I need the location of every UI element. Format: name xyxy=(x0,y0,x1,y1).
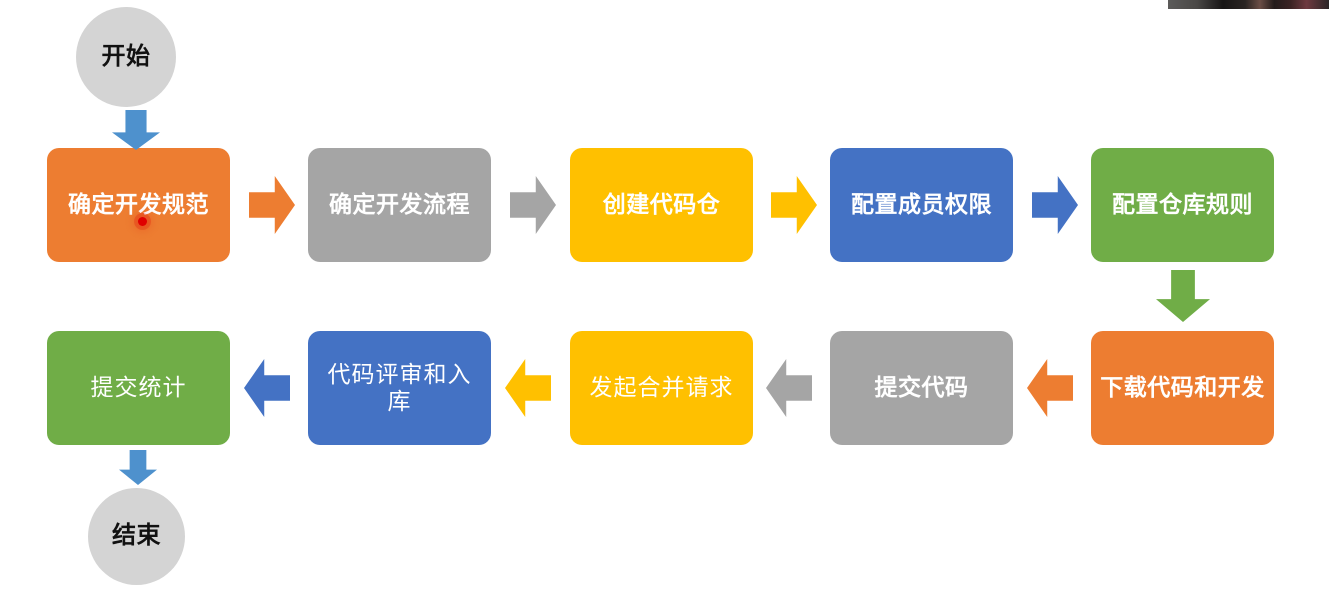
arrow-left-commit-code-to-create-merge-request xyxy=(766,359,812,417)
arrow-right-create-repo-to-configure-member-permissions xyxy=(771,176,817,234)
node-configure-member-permissions-label: 配置成员权限 xyxy=(851,191,992,218)
node-commit-code-label: 提交代码 xyxy=(874,374,969,401)
node-create-merge-request-label: 发起合并请求 xyxy=(589,374,734,401)
cropped-window-strip xyxy=(1168,0,1329,9)
node-create-repo-label: 创建代码仓 xyxy=(602,191,721,218)
arrow-down-configure-repo-rules-to-download-code xyxy=(1156,270,1210,322)
arrow-left-code-review-to-commit-statistics xyxy=(244,359,290,417)
node-define-dev-spec[interactable]: 确定开发规范 xyxy=(47,148,230,262)
node-configure-repo-rules[interactable]: 配置仓库规则 xyxy=(1091,148,1274,262)
arrow-left-download-code-to-commit-code xyxy=(1027,359,1073,417)
node-download-code-and-develop-label: 下载代码和开发 xyxy=(1100,374,1265,401)
arrow-right-define-dev-spec-to-define-dev-process xyxy=(249,176,295,234)
node-commit-statistics[interactable]: 提交统计 xyxy=(47,331,230,445)
node-code-review-and-merge[interactable]: 代码评审和入库 xyxy=(308,331,491,445)
node-start[interactable]: 开始 xyxy=(76,7,176,107)
node-define-dev-process[interactable]: 确定开发流程 xyxy=(308,148,491,262)
node-start-label: 开始 xyxy=(101,42,151,70)
arrow-right-define-dev-process-to-create-repo xyxy=(510,176,556,234)
node-code-review-and-merge-label: 代码评审和入库 xyxy=(327,360,472,414)
click-indicator xyxy=(138,217,147,226)
node-download-code-and-develop[interactable]: 下载代码和开发 xyxy=(1091,331,1274,445)
node-define-dev-process-label: 确定开发流程 xyxy=(329,191,470,218)
node-create-repo[interactable]: 创建代码仓 xyxy=(570,148,753,262)
node-configure-repo-rules-label: 配置仓库规则 xyxy=(1112,191,1253,218)
node-end-label: 结束 xyxy=(112,522,161,550)
node-define-dev-spec-label: 确定开发规范 xyxy=(68,191,209,218)
node-create-merge-request[interactable]: 发起合并请求 xyxy=(570,331,753,445)
arrow-right-configure-member-permissions-to-configure-repo-rules xyxy=(1032,176,1078,234)
arrow-left-create-merge-request-to-code-review xyxy=(505,359,551,417)
node-configure-member-permissions[interactable]: 配置成员权限 xyxy=(830,148,1013,262)
arrow-down-commit-statistics-to-end xyxy=(119,450,157,485)
node-end[interactable]: 结束 xyxy=(88,488,185,585)
node-commit-code[interactable]: 提交代码 xyxy=(830,331,1013,445)
arrow-down-start-to-define-dev-spec xyxy=(112,110,160,150)
node-commit-statistics-label: 提交统计 xyxy=(90,374,187,401)
